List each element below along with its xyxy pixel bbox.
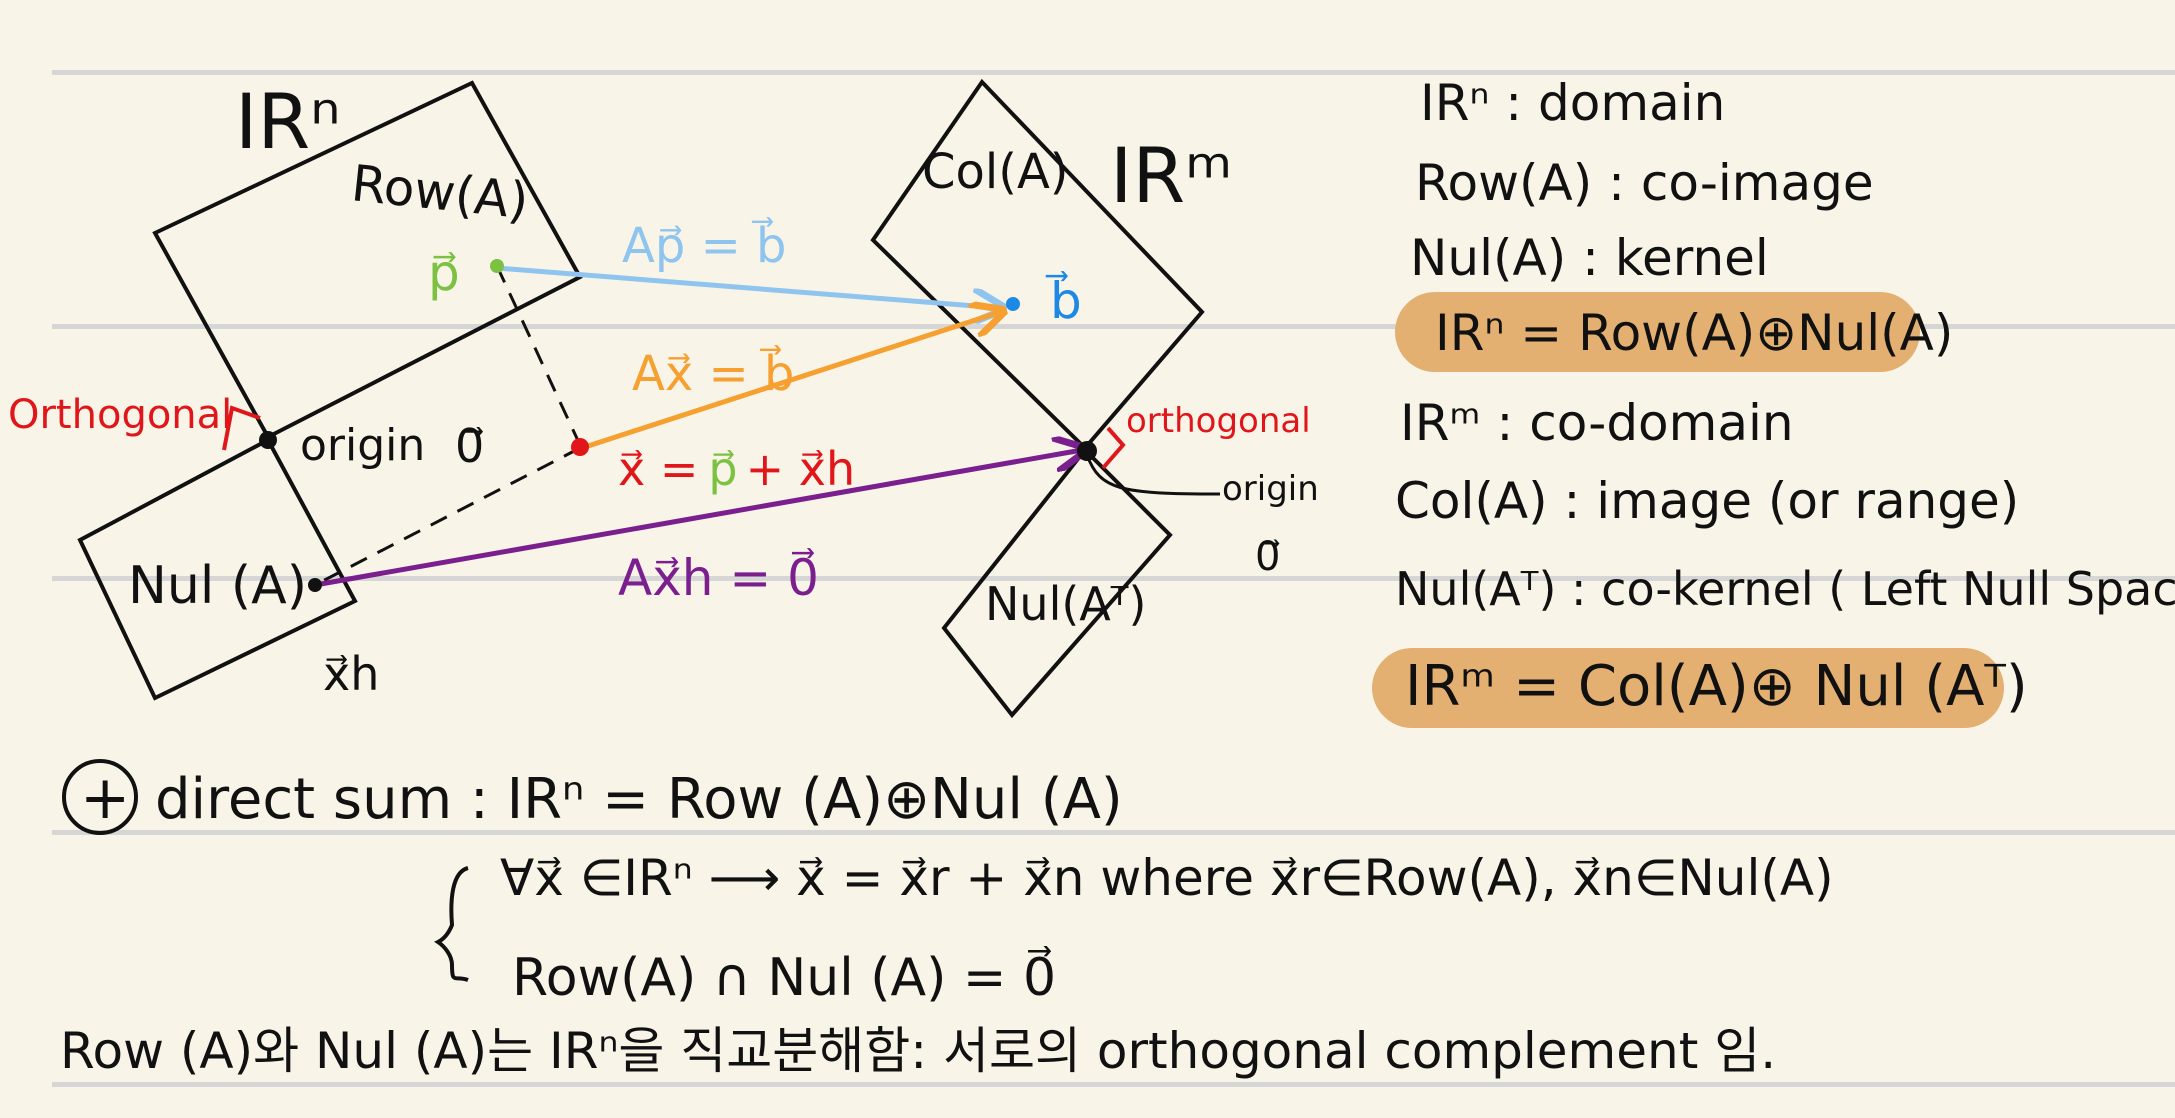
row-space-rect: [152, 80, 583, 440]
ruled-line: [52, 830, 2175, 835]
note-line-3: Nul(A) : kernel: [1410, 229, 1769, 287]
orthogonal-label-right: orthogonal: [1126, 401, 1311, 441]
condition-line-2: Row(A) ∩ Nul (A) = 0⃗: [512, 946, 1056, 1008]
arrow-ap-b: [496, 265, 1000, 308]
eq-x-sum: x⃗ =p⃗+ x⃗h: [618, 442, 855, 496]
ruled-line: [52, 1082, 2175, 1087]
dashed-p-to-x: [495, 265, 582, 446]
eq-ax-b: Ax⃗ = b⃗: [632, 344, 794, 402]
codomain-space-label: IRᵐ: [1110, 131, 1233, 220]
condition-line-1: ∀x⃗ ∈IRⁿ ⟶ x⃗ = x⃗r + x⃗n where x⃗r∈Row(…: [500, 849, 1834, 907]
eq-x-lhs: x⃗ =: [618, 442, 698, 496]
right-angle-mark-right: [1101, 426, 1126, 470]
arrow-axh-0: [314, 450, 1082, 588]
note-line-4: IRⁿ = Row(A)⊕Nul(A): [1435, 304, 1953, 362]
orthogonal-label-left: Orthogonal: [8, 392, 232, 438]
note-line-6: Col(A) : image (or range): [1395, 472, 2019, 530]
eq-axh-0: Ax⃗h = 0⃗: [618, 548, 819, 607]
p-label: p⃗: [428, 244, 460, 302]
null-space-rect: [77, 437, 358, 701]
origin-point-right: [1077, 441, 1097, 461]
note-line-5: IRᵐ : co-domain: [1400, 394, 1794, 452]
note-line-1: IRⁿ : domain: [1420, 74, 1725, 132]
xh-label: x⃗h: [323, 647, 379, 701]
eq-x-p: p⃗: [708, 442, 737, 496]
direct-sum-circle-icon: [62, 759, 138, 835]
right-angle-mark-left: [222, 405, 261, 451]
highlight-rm-sum: [1372, 648, 2004, 728]
origin-vector-left: 0⃗: [455, 419, 484, 473]
b-label: b⃗: [1045, 271, 1081, 330]
condition-brace: [434, 866, 469, 982]
note-line-7: Nul(Aᵀ) : co-kernel ( Left Null Space): [1395, 562, 2175, 616]
ruled-line: [52, 70, 2175, 75]
origin-callout-line: [1085, 454, 1221, 496]
note-line-2: Row(A) : co-image: [1415, 154, 1874, 212]
ruled-line: [52, 576, 2175, 581]
col-space-label: Col(A): [922, 144, 1069, 200]
direct-sum-line: direct sum : IRⁿ = Row (A)⊕Nul (A): [155, 767, 1123, 832]
xh-point: [308, 578, 322, 592]
korean-summary-line: Row (A)와 Nul (A)는 IRⁿ을 직교분해함: 서로의 orthog…: [60, 1022, 1776, 1080]
null-space-label: Nul (A): [128, 556, 307, 616]
left-null-space-rect: [941, 446, 1173, 719]
eq-x-xh: + x⃗h: [746, 442, 856, 496]
domain-space-label: IRⁿ: [235, 77, 341, 166]
p-point: [490, 259, 504, 273]
ruled-line: [52, 324, 2175, 329]
origin-vector-right: 0⃗: [1255, 534, 1280, 580]
highlight-rn-sum: [1395, 292, 1920, 372]
direct-sum-symbol: +: [80, 763, 130, 833]
col-space-rect: [870, 78, 1205, 451]
row-space-label: Row(A): [349, 154, 531, 230]
dashed-x-to-xh: [314, 446, 581, 587]
b-point: [1006, 297, 1020, 311]
x-point: [571, 438, 589, 456]
left-null-space-label: Nul(Aᵀ): [985, 577, 1146, 631]
note-line-8: IRᵐ = Col(A)⊕ Nul (Aᵀ): [1405, 654, 2028, 719]
origin-label-right: origin: [1222, 469, 1319, 509]
arrow-ax-b: [581, 312, 1000, 451]
origin-label-left: origin: [300, 420, 425, 471]
origin-point-left: [259, 431, 277, 449]
eq-ap-b: Ap⃗ = b⃗: [622, 216, 787, 274]
